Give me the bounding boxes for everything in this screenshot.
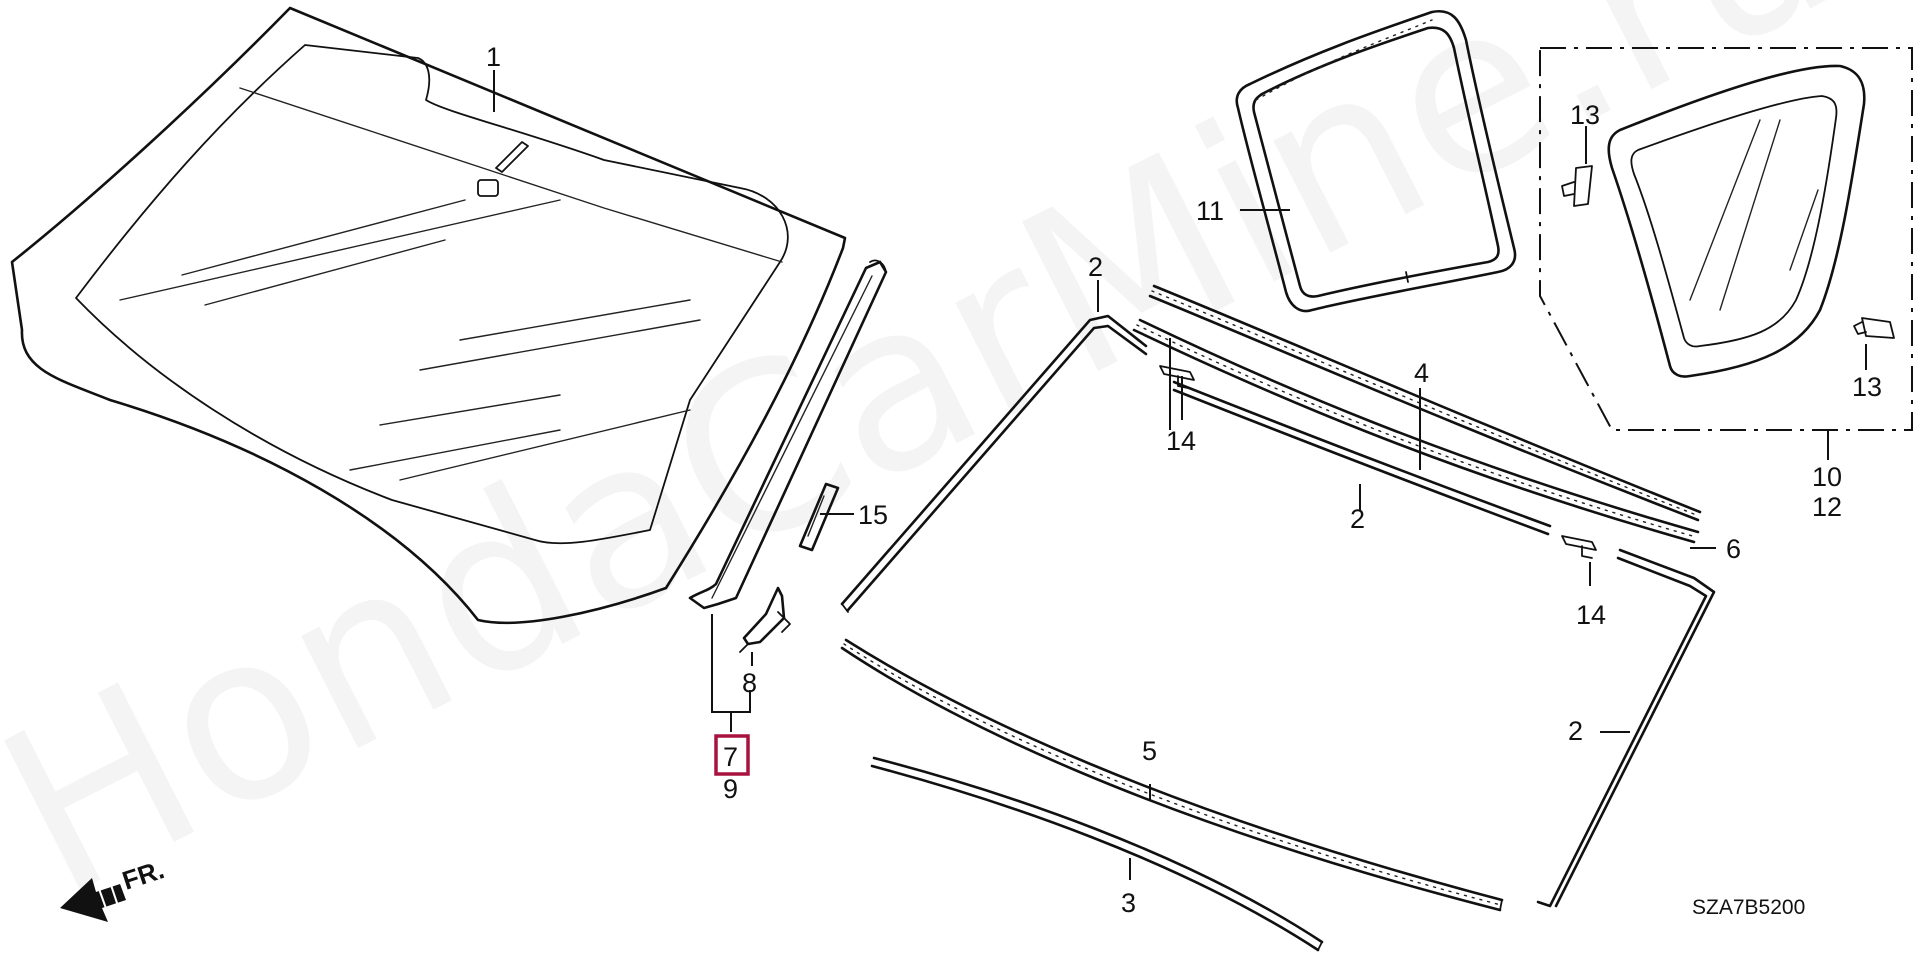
callout-12[interactable]: 12	[1812, 492, 1842, 522]
clip-14-left[interactable]	[1159, 365, 1195, 389]
quarter-glass-group-box	[1539, 47, 1913, 431]
callout-10[interactable]: 10	[1812, 462, 1842, 492]
front-arrow-icon	[60, 878, 126, 922]
callout-2-right[interactable]: 2	[1568, 716, 1583, 746]
molding-3[interactable]	[870, 756, 1324, 952]
leader-lines	[493, 70, 1867, 880]
callout-3[interactable]: 3	[1121, 888, 1136, 918]
callout-11[interactable]: 11	[1196, 196, 1224, 226]
callout-8[interactable]: 8	[742, 668, 757, 698]
clip-14-right[interactable]	[1561, 535, 1597, 559]
quarter-glass-seal-11[interactable]	[1235, 9, 1517, 313]
fastener-13-upper[interactable]	[1561, 165, 1593, 207]
a-pillar-molding[interactable]	[688, 259, 888, 610]
seal-4[interactable]	[1148, 284, 1702, 522]
callout-14-right[interactable]: 14	[1576, 600, 1606, 630]
bracket-8[interactable]	[739, 586, 791, 653]
quarter-glass-10-12[interactable]	[1607, 64, 1866, 378]
molding-2-right[interactable]	[1536, 548, 1716, 908]
molding-2-left[interactable]	[840, 314, 1148, 613]
seal-6[interactable]	[1132, 318, 1700, 544]
callout-14-left[interactable]: 14	[1166, 426, 1196, 456]
windshield-glass[interactable]	[10, 6, 847, 625]
callout-9[interactable]: 9	[723, 774, 738, 804]
callout-7-highlight	[714, 734, 750, 776]
diagram-code: SZA7B5200	[1692, 896, 1805, 919]
callout-6[interactable]: 6	[1726, 534, 1741, 564]
arrow-hatch	[97, 881, 119, 915]
molding-2-upper[interactable]	[1172, 380, 1552, 536]
callout-2-upper[interactable]: 2	[1350, 504, 1365, 534]
callout-13-lower[interactable]: 13	[1852, 372, 1882, 402]
watermark-text: HondaCarMine.ru	[0, 0, 1872, 949]
callout-4[interactable]: 4	[1414, 358, 1429, 388]
fastener-13-lower[interactable]	[1853, 317, 1895, 339]
callouts: 1 2 2 2 3 4 5 6 7 8 9 10 11 12 13 13 14 …	[486, 42, 1882, 918]
callout-2-left[interactable]: 2	[1088, 252, 1103, 282]
clip-15[interactable]	[798, 482, 840, 552]
callout-1[interactable]: 1	[486, 42, 501, 72]
seal-5[interactable]	[840, 638, 1504, 912]
callout-7[interactable]: 7	[723, 742, 738, 772]
callout-5[interactable]: 5	[1142, 736, 1157, 766]
callout-13-upper[interactable]: 13	[1570, 100, 1600, 130]
callout-15[interactable]: 15	[858, 500, 888, 530]
